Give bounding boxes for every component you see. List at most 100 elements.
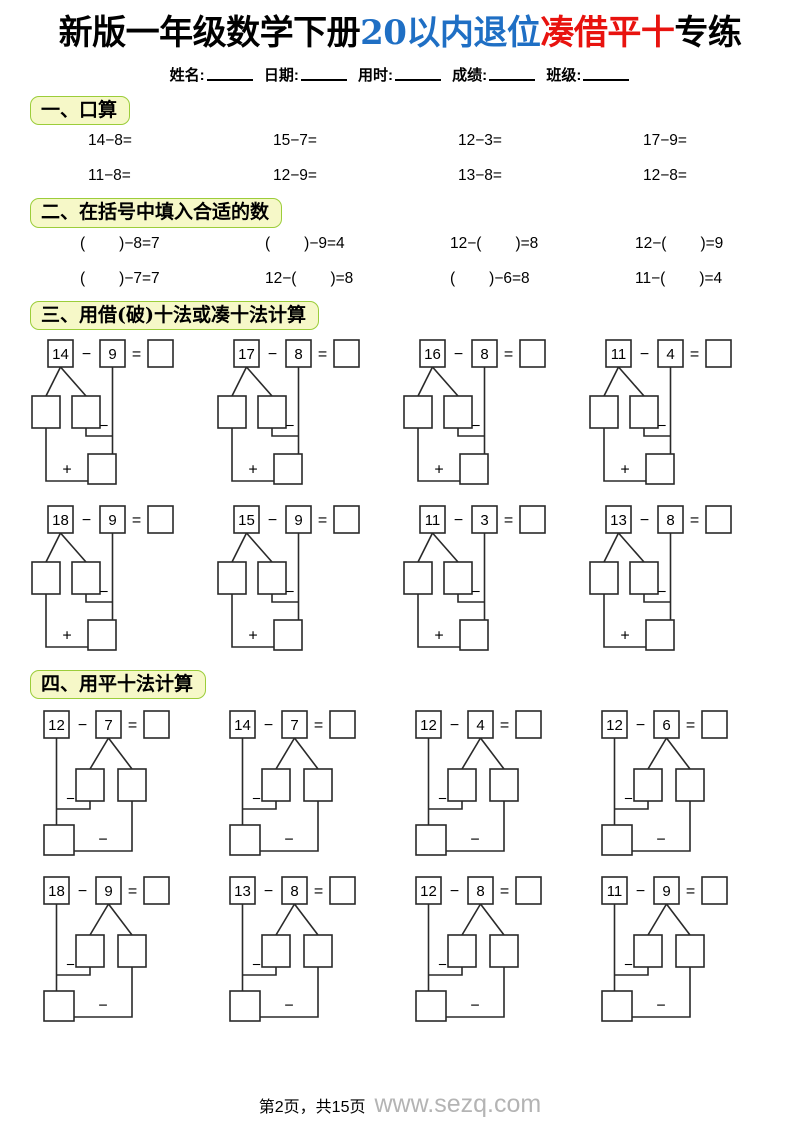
part-box-left[interactable] bbox=[217, 561, 247, 595]
minuend-box[interactable] bbox=[229, 876, 256, 906]
bracket-problem[interactable]: ()−8=7 bbox=[30, 235, 215, 253]
minuend-box[interactable] bbox=[419, 339, 446, 368]
info-blank-name[interactable] bbox=[206, 66, 253, 82]
bracket-problem[interactable]: ()−7=7 bbox=[30, 270, 215, 288]
part-box-left[interactable] bbox=[75, 768, 105, 803]
intermediate-result-box[interactable] bbox=[229, 990, 261, 1023]
oral-problem[interactable]: 13−8= bbox=[458, 167, 502, 185]
part-box-right[interactable] bbox=[629, 395, 659, 429]
bracket-problem[interactable]: ()−6=8 bbox=[400, 270, 585, 288]
part-box-right[interactable] bbox=[303, 934, 333, 969]
part-box-right[interactable] bbox=[71, 561, 101, 595]
part-box-left[interactable] bbox=[261, 934, 291, 969]
minuend-box[interactable] bbox=[43, 710, 70, 740]
answer-box[interactable] bbox=[705, 339, 732, 368]
part-box-left[interactable] bbox=[403, 395, 433, 429]
oral-problem[interactable]: 14−8= bbox=[88, 132, 132, 150]
answer-box[interactable] bbox=[701, 710, 728, 740]
intermediate-result-box[interactable] bbox=[601, 990, 633, 1023]
part-box-left[interactable] bbox=[261, 768, 291, 803]
subtrahend-box[interactable] bbox=[285, 505, 312, 534]
bracket-problem[interactable]: 12−()=9 bbox=[585, 235, 770, 253]
subtrahend-box[interactable] bbox=[285, 339, 312, 368]
intermediate-result-box[interactable] bbox=[645, 453, 675, 485]
answer-box[interactable] bbox=[515, 876, 542, 906]
minuend-box[interactable] bbox=[601, 710, 628, 740]
minuend-box[interactable] bbox=[605, 339, 632, 368]
answer-box[interactable] bbox=[333, 505, 360, 534]
answer-box[interactable] bbox=[147, 505, 174, 534]
minuend-box[interactable] bbox=[601, 876, 628, 906]
info-blank-time[interactable] bbox=[395, 66, 441, 82]
part-box-right[interactable] bbox=[71, 395, 101, 429]
answer-box[interactable] bbox=[705, 505, 732, 534]
intermediate-result-box[interactable] bbox=[43, 990, 75, 1023]
part-box-left[interactable] bbox=[633, 768, 663, 803]
part-box-left[interactable] bbox=[589, 395, 619, 429]
subtrahend-box[interactable] bbox=[657, 339, 684, 368]
info-blank-date[interactable] bbox=[300, 66, 347, 82]
minuend-box[interactable] bbox=[233, 339, 260, 368]
answer-box[interactable] bbox=[329, 876, 356, 906]
intermediate-result-box[interactable] bbox=[87, 619, 117, 651]
intermediate-result-box[interactable] bbox=[415, 990, 447, 1023]
answer-box[interactable] bbox=[143, 876, 170, 906]
part-box-left[interactable] bbox=[217, 395, 247, 429]
part-box-left[interactable] bbox=[403, 561, 433, 595]
part-box-right[interactable] bbox=[443, 561, 473, 595]
info-blank-score[interactable] bbox=[489, 66, 536, 82]
part-box-right[interactable] bbox=[629, 561, 659, 595]
intermediate-result-box[interactable] bbox=[273, 453, 303, 485]
intermediate-result-box[interactable] bbox=[459, 453, 489, 485]
minuend-box[interactable] bbox=[415, 876, 442, 906]
intermediate-result-box[interactable] bbox=[645, 619, 675, 651]
answer-box[interactable] bbox=[519, 505, 546, 534]
part-box-right[interactable] bbox=[117, 768, 147, 803]
subtrahend-box[interactable] bbox=[99, 505, 126, 534]
oral-problem[interactable]: 12−3= bbox=[458, 132, 502, 150]
part-box-right[interactable] bbox=[117, 934, 147, 969]
bracket-problem[interactable]: ()−9=4 bbox=[215, 235, 400, 253]
answer-box[interactable] bbox=[333, 339, 360, 368]
part-box-right[interactable] bbox=[257, 395, 287, 429]
part-box-right[interactable] bbox=[257, 561, 287, 595]
part-box-left[interactable] bbox=[589, 561, 619, 595]
minuend-box[interactable] bbox=[605, 505, 632, 534]
part-box-left[interactable] bbox=[447, 934, 477, 969]
intermediate-result-box[interactable] bbox=[601, 824, 633, 857]
answer-box[interactable] bbox=[519, 339, 546, 368]
part-box-right[interactable] bbox=[489, 934, 519, 969]
part-box-left[interactable] bbox=[447, 768, 477, 803]
part-box-left[interactable] bbox=[31, 561, 61, 595]
bracket-problem[interactable]: 11−()=4 bbox=[585, 270, 770, 288]
answer-box[interactable] bbox=[147, 339, 174, 368]
intermediate-result-box[interactable] bbox=[87, 453, 117, 485]
intermediate-result-box[interactable] bbox=[43, 824, 75, 857]
info-blank-class[interactable] bbox=[583, 66, 630, 82]
oral-problem[interactable]: 12−9= bbox=[273, 167, 317, 185]
intermediate-result-box[interactable] bbox=[415, 824, 447, 857]
subtrahend-box[interactable] bbox=[467, 876, 494, 906]
intermediate-result-box[interactable] bbox=[459, 619, 489, 651]
part-box-right[interactable] bbox=[489, 768, 519, 803]
part-box-right[interactable] bbox=[443, 395, 473, 429]
oral-problem[interactable]: 15−7= bbox=[273, 132, 317, 150]
minuend-box[interactable] bbox=[43, 876, 70, 906]
part-box-left[interactable] bbox=[31, 395, 61, 429]
answer-box[interactable] bbox=[143, 710, 170, 740]
answer-box[interactable] bbox=[329, 710, 356, 740]
part-box-right[interactable] bbox=[675, 934, 705, 969]
intermediate-result-box[interactable] bbox=[273, 619, 303, 651]
oral-problem[interactable]: 12−8= bbox=[643, 167, 687, 185]
bracket-problem[interactable]: 12−()=8 bbox=[215, 270, 400, 288]
subtrahend-box[interactable] bbox=[471, 339, 498, 368]
answer-box[interactable] bbox=[701, 876, 728, 906]
part-box-left[interactable] bbox=[75, 934, 105, 969]
answer-box[interactable] bbox=[515, 710, 542, 740]
intermediate-result-box[interactable] bbox=[229, 824, 261, 857]
oral-problem[interactable]: 11−8= bbox=[88, 167, 131, 185]
bracket-problem[interactable]: 12−()=8 bbox=[400, 235, 585, 253]
minuend-box[interactable] bbox=[229, 710, 256, 740]
part-box-left[interactable] bbox=[633, 934, 663, 969]
oral-problem[interactable]: 17−9= bbox=[643, 132, 687, 150]
